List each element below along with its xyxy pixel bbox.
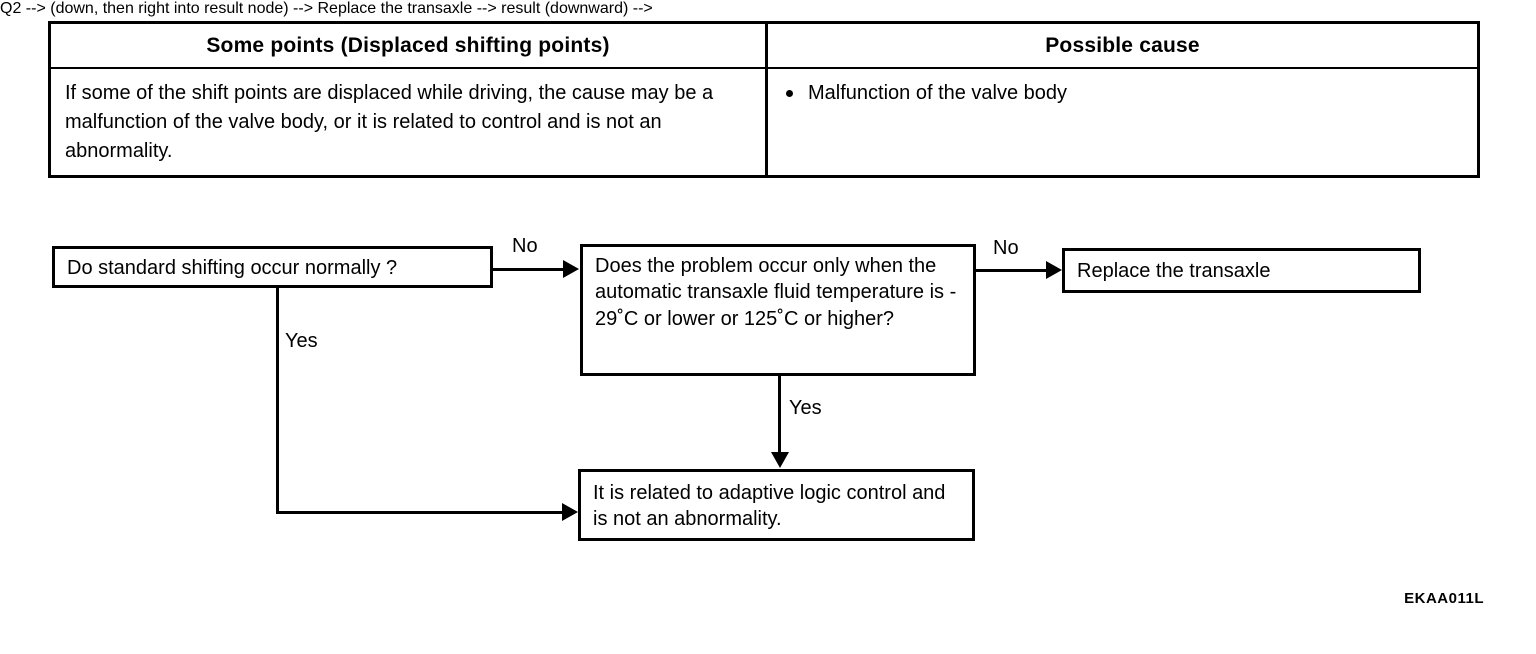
- edge-q1-no-arrowhead: [563, 260, 579, 278]
- edge-q1-yes-arrowhead: [562, 503, 578, 521]
- edge-q1-yes-vertical: [276, 288, 279, 514]
- flow-node-question-fluid-temperature: Does the problem occur only when the aut…: [580, 244, 976, 376]
- possible-cause-list: Malfunction of the valve body: [782, 79, 1463, 108]
- edge-q2-no-arrowhead: [1046, 261, 1062, 279]
- figure-code-label: EKAA011L: [1404, 590, 1484, 607]
- edge-label-q1-yes: Yes: [285, 330, 318, 352]
- table-header-symptom: Some points (Displaced shifting points): [51, 24, 768, 69]
- edge-label-q2-yes: Yes: [789, 397, 822, 419]
- edge-q2-no-line: [976, 269, 1047, 272]
- symptom-cause-table: Some points (Displaced shifting points) …: [48, 21, 1480, 178]
- flow-node-action-replace-transaxle: Replace the transaxle: [1062, 248, 1421, 293]
- edge-q2-yes-vertical: [778, 376, 781, 454]
- edge-q1-yes-horizontal: [276, 511, 563, 514]
- edge-label-q2-no: No: [993, 237, 1019, 259]
- edge-q1-no-line: [493, 268, 564, 271]
- possible-cause-cell: Malfunction of the valve body: [768, 69, 1477, 175]
- edge-q2-yes-arrowhead: [771, 452, 789, 468]
- flow-node-question-standard-shifting: Do standard shifting occur normally ?: [52, 246, 493, 288]
- symptom-description-cell: If some of the shift points are displace…: [51, 69, 768, 175]
- edge-label-q1-no: No: [512, 235, 538, 257]
- table-header-possible-cause: Possible cause: [768, 24, 1477, 69]
- flow-node-result-adaptive-logic: It is related to adaptive logic control …: [578, 469, 975, 541]
- list-item: Malfunction of the valve body: [782, 79, 1463, 108]
